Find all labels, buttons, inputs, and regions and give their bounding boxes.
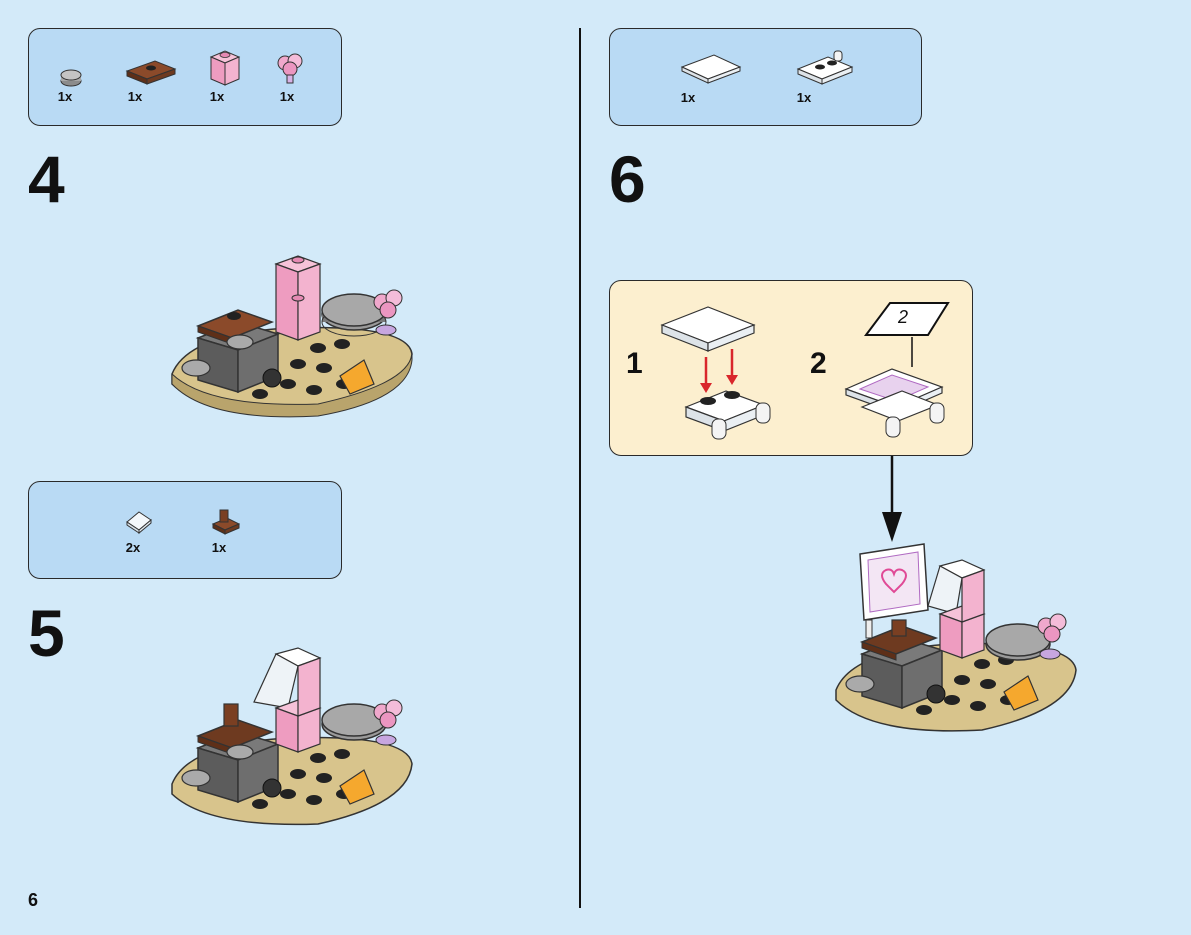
step-number-4: 4: [28, 142, 65, 216]
hinge-brown-icon: [211, 509, 241, 535]
tile-white-icon: [680, 54, 742, 84]
part-qty: 1x: [211, 540, 227, 555]
down-arrow-icon: [882, 456, 902, 542]
model-illustration-step-6: [835, 543, 1077, 732]
model-illustration-step-4: [171, 255, 413, 418]
part-qty: 2x: [125, 540, 141, 555]
step-number-5: 5: [28, 596, 65, 670]
round-plate-gray-icon: [60, 69, 82, 87]
part-qty: 1x: [279, 89, 295, 104]
substep-number-2: 2: [810, 347, 827, 380]
slope-clear-icon: [126, 511, 152, 535]
part-qty: 1x: [209, 89, 225, 104]
part-qty: 1x: [796, 90, 812, 105]
parts-box-step-4: 1x 1x 1x 1x: [28, 28, 342, 126]
plate-brown-icon: [125, 60, 177, 85]
column-divider: [579, 28, 581, 908]
part-qty: 1x: [57, 89, 73, 104]
step-number-6: 6: [609, 142, 646, 216]
sticker-label: 2: [898, 307, 909, 327]
plate-white-clip-icon: [796, 50, 854, 85]
parts-box-step-6: 1x 1x: [609, 28, 922, 126]
part-qty: 1x: [680, 90, 696, 105]
page-number: 6: [28, 890, 39, 910]
substep-box: 1 2 2: [609, 280, 973, 456]
part-qty: 1x: [127, 89, 143, 104]
brick-pink-transparent-icon: [209, 50, 241, 86]
model-illustration-step-5: [171, 647, 413, 826]
parts-box-step-5: 2x 1x: [28, 481, 342, 579]
substep-1-illustration: [660, 306, 771, 440]
substep-number-1: 1: [626, 347, 643, 380]
flower-pink-icon: [277, 53, 303, 84]
substep-2-illustration: [844, 302, 950, 438]
